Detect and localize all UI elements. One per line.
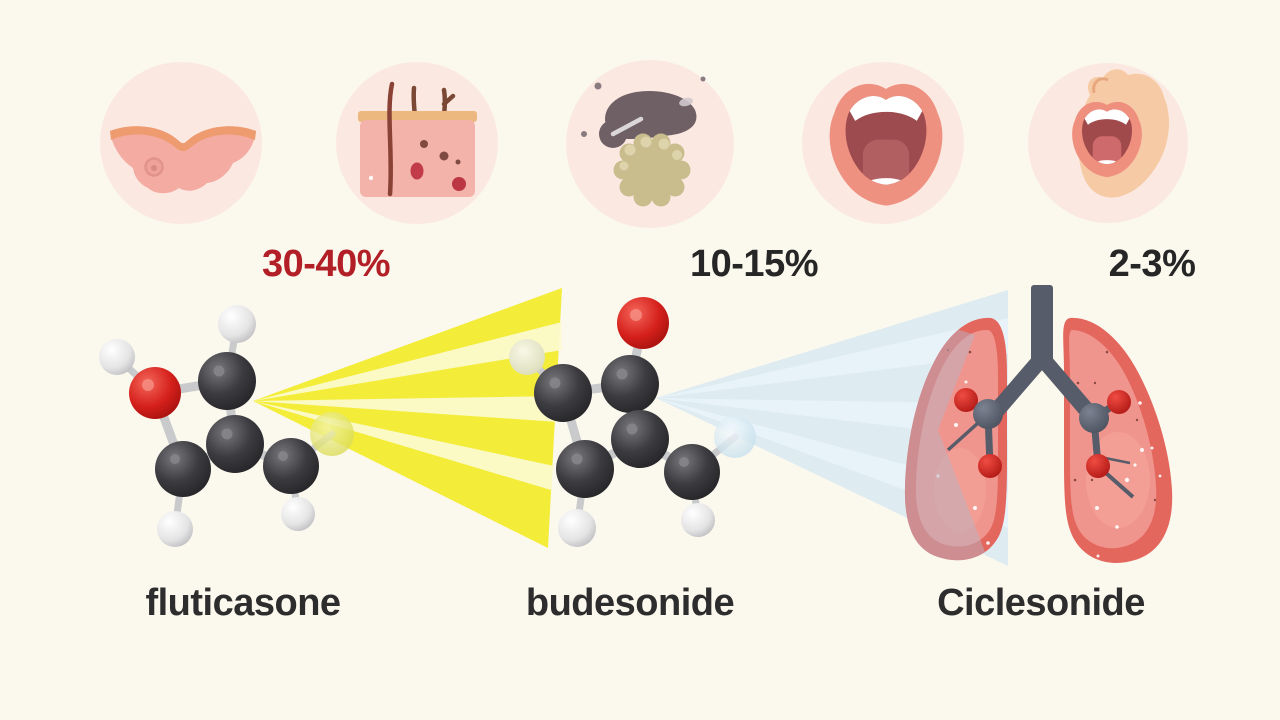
- percentage-ciclesonide: 2-3%: [1108, 243, 1196, 285]
- highlight: [679, 457, 689, 467]
- nose-curl: [1092, 77, 1109, 94]
- escaping-particle: [310, 412, 354, 456]
- deposited-molecule-left: [946, 388, 1003, 478]
- highlight: [626, 423, 638, 435]
- shouting-mouth: [1072, 101, 1142, 178]
- highlight: [278, 451, 288, 461]
- open-mouth-icon: [802, 62, 964, 224]
- pale-atom: [509, 339, 545, 375]
- skin-bruising-icon: [336, 62, 498, 224]
- percentage-budesonide: 10-15%: [690, 243, 818, 285]
- carbon-atom: [611, 410, 669, 468]
- drug-label-fluticasone: fluticasone: [145, 582, 341, 624]
- drug-label-budesonide: budesonide: [525, 582, 735, 624]
- carbon-atom: [198, 352, 256, 410]
- specks: [581, 76, 706, 137]
- skin-lesion-icon: [100, 62, 262, 224]
- bruise-spots: [368, 140, 466, 191]
- oxygen-atom: [129, 367, 181, 419]
- highlight: [221, 428, 233, 440]
- highlight: [549, 377, 561, 389]
- highlight: [170, 454, 180, 464]
- oral-thrush-icon: [566, 60, 734, 228]
- highlight: [213, 365, 225, 377]
- carbon-atom: [556, 440, 614, 498]
- budesonide-molecule: [509, 297, 756, 547]
- deposited-molecule-right: [1079, 390, 1135, 499]
- escaping-particle: [714, 416, 756, 458]
- carbon-atom: [263, 438, 319, 494]
- carbon-atom: [664, 444, 720, 500]
- sore-throat-mouth-icon: [1028, 63, 1188, 223]
- percentage-fluticasone: 30-40%: [262, 243, 390, 285]
- highlight: [142, 379, 154, 391]
- highlight: [571, 453, 583, 465]
- hydrogen-atom: [157, 511, 193, 547]
- hydrogen-atom: [558, 509, 596, 547]
- hydrogen-atom: [281, 497, 315, 531]
- fluticasone-molecule: [99, 305, 354, 547]
- dark-blob: [599, 90, 697, 148]
- hydrogen-atom: [99, 339, 135, 375]
- drug-label-ciclesonide: Ciclesonide: [937, 582, 1145, 624]
- highlight: [616, 368, 628, 380]
- carbon-atom: [601, 355, 659, 413]
- carbon-atom: [155, 441, 211, 497]
- lungs-illustration: [904, 285, 1173, 563]
- open-mouth: [829, 83, 943, 206]
- carbon-atom: [534, 364, 592, 422]
- highlight: [630, 309, 642, 321]
- carbon-atom: [206, 415, 264, 473]
- oxygen-atom: [617, 297, 669, 349]
- hydrogen-atom: [681, 503, 715, 537]
- hydrogen-atom: [218, 305, 256, 343]
- fungal-colony: [613, 133, 691, 207]
